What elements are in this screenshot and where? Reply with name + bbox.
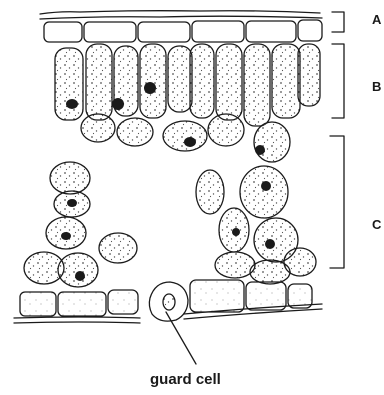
spongy-mesophyll-left: [24, 162, 137, 287]
upper-epidermis: [40, 11, 322, 42]
label-c: C: [372, 218, 381, 231]
spongy-mesophyll-right: [196, 166, 316, 284]
label-guard-cell: guard cell: [150, 372, 221, 387]
guard-cell-pointer-line: [166, 312, 196, 364]
bracket-c: [330, 136, 344, 268]
label-a: A: [372, 13, 381, 26]
guard-cell: [149, 282, 188, 321]
bracket-a: [332, 12, 344, 32]
label-b: B: [372, 80, 381, 93]
bracket-b: [332, 44, 344, 118]
